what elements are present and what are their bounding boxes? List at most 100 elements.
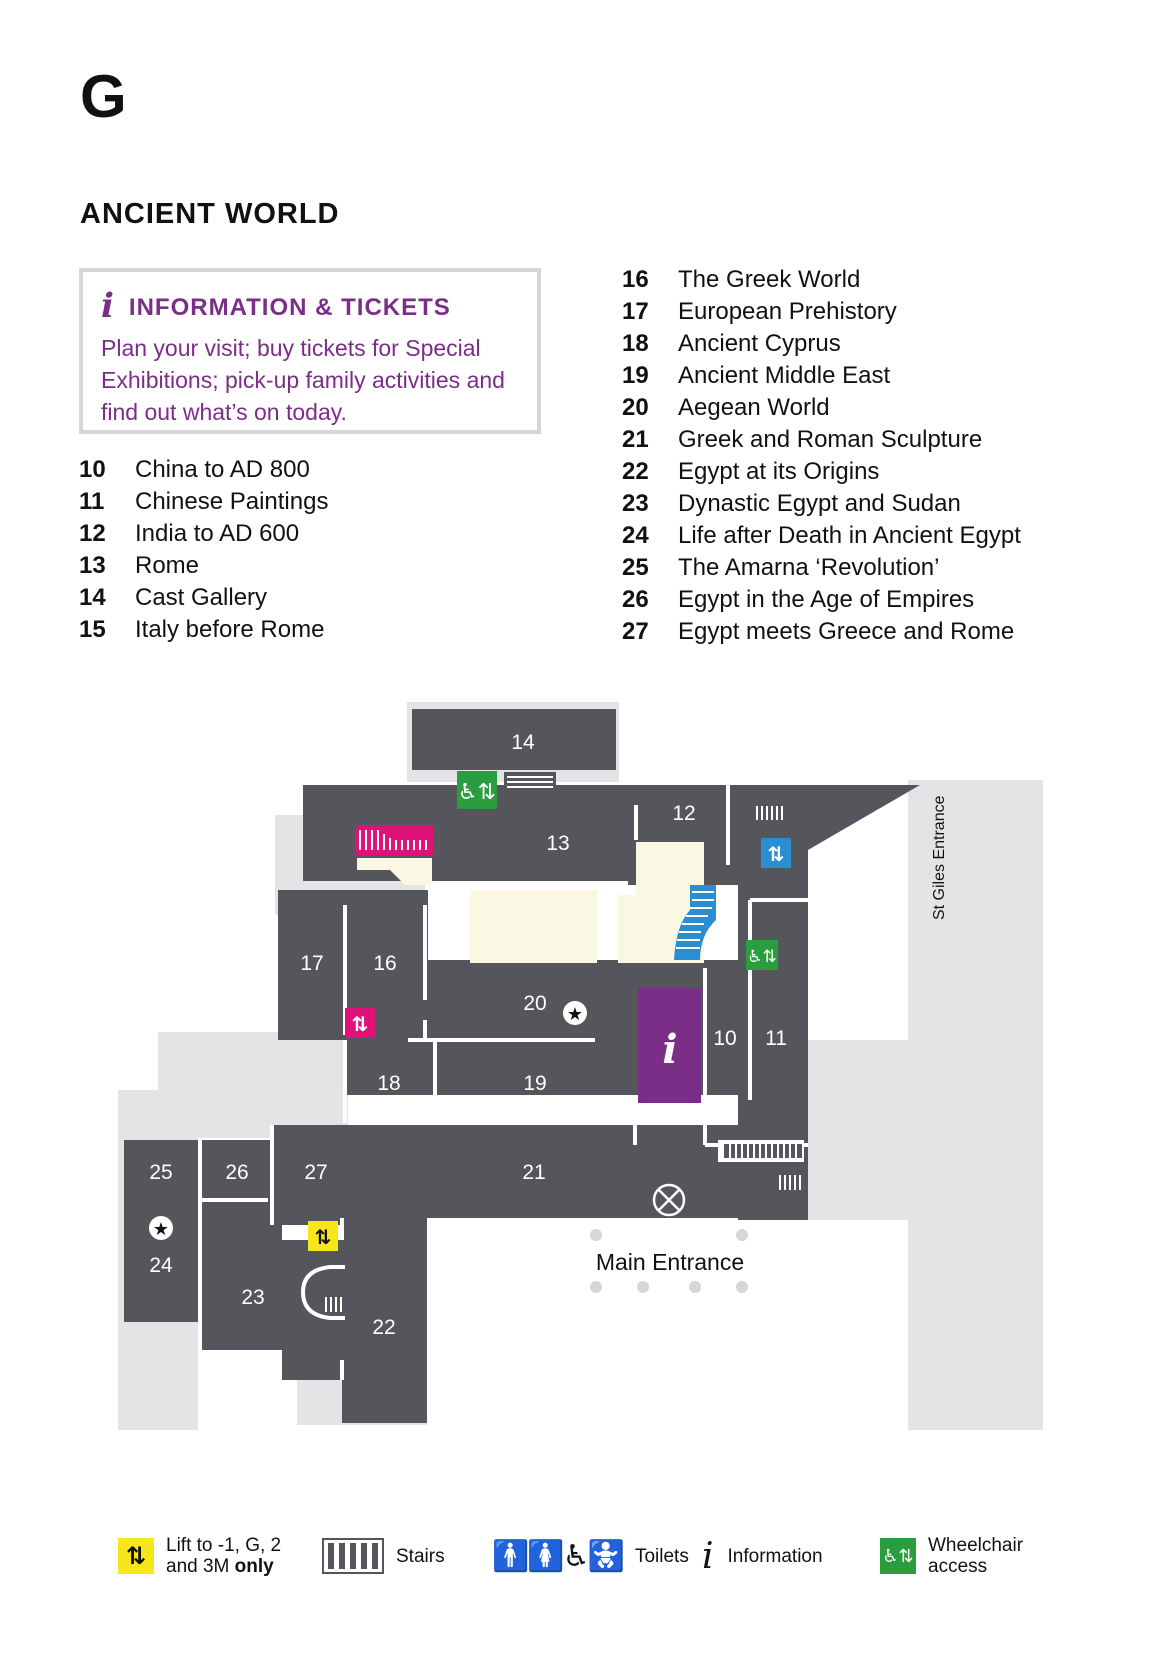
gallery-number: 12 bbox=[79, 520, 106, 547]
information-legend-label: Information bbox=[727, 1545, 823, 1567]
gallery-name: India to AD 600 bbox=[135, 520, 300, 547]
room-20-19-block bbox=[345, 960, 807, 1095]
lift-icon-blue: ⇅ bbox=[761, 838, 791, 868]
gallery-item: 24 Life after Death in Ancient Egypt bbox=[622, 520, 1021, 552]
stairs-blue bbox=[674, 885, 716, 960]
gallery-number: 23 bbox=[622, 490, 649, 517]
gallery-name: Life after Death in Ancient Egypt bbox=[678, 522, 1021, 549]
room-label-12: 12 bbox=[672, 802, 695, 825]
stairs-icon-east-upper bbox=[756, 806, 783, 820]
svg-text:⇅: ⇅ bbox=[768, 842, 785, 866]
section-title: ANCIENT WORLD bbox=[80, 198, 340, 230]
room-label-10: 10 bbox=[713, 1027, 736, 1050]
gallery-number: 14 bbox=[79, 584, 106, 611]
gallery-number: 13 bbox=[79, 552, 106, 579]
lift-legend-label: Lift to -1, G, 2 and 3M only bbox=[166, 1535, 281, 1577]
stairs-legend-icon bbox=[322, 1538, 384, 1574]
room-label-11: 11 bbox=[765, 1027, 787, 1050]
room-label-26: 26 bbox=[225, 1161, 248, 1184]
gallery-number: 26 bbox=[622, 586, 649, 613]
st-giles-entrance-label: St Giles Entrance bbox=[931, 795, 948, 920]
lift-legend-line1: Lift to -1, G, 2 bbox=[166, 1535, 282, 1556]
entrance-bollards bbox=[590, 1229, 748, 1293]
info-box-header: i INFORMATION & TICKETS bbox=[101, 286, 521, 326]
gallery-item: 12 India to AD 600 bbox=[79, 518, 328, 550]
room-26-23-block bbox=[200, 1140, 282, 1350]
lift-icon-pink: ⇅ bbox=[345, 1008, 375, 1038]
gallery-name: Egypt at its Origins bbox=[678, 458, 880, 485]
stair-landing bbox=[357, 858, 432, 885]
gallery-name: Ancient Middle East bbox=[678, 362, 891, 389]
room-label-25: 25 bbox=[149, 1161, 172, 1184]
wheelchair-legend-label: Wheelchair access bbox=[928, 1535, 1024, 1577]
room-label-16: 16 bbox=[373, 952, 396, 975]
svg-text:⇅: ⇅ bbox=[352, 1012, 369, 1036]
legend-toilets: 🚹🚺♿🚼 Toilets bbox=[492, 1534, 689, 1578]
stairs-icon-north bbox=[504, 772, 556, 792]
gallery-name: The Amarna ‘Revolution’ bbox=[678, 554, 940, 581]
information-room bbox=[638, 988, 701, 1103]
gallery-name: Italy before Rome bbox=[135, 616, 325, 643]
gallery-number: 18 bbox=[622, 330, 649, 357]
svg-text:⇅: ⇅ bbox=[315, 1225, 332, 1249]
room-label-14: 14 bbox=[511, 731, 535, 754]
gallery-name: Ancient Cyprus bbox=[678, 330, 841, 357]
room-label-19: 19 bbox=[523, 1072, 546, 1095]
gallery-number: 21 bbox=[622, 426, 649, 453]
gallery-number: 10 bbox=[79, 456, 106, 483]
gallery-name: Aegean World bbox=[678, 394, 830, 421]
stairs-icon-east-lower bbox=[718, 1140, 804, 1190]
gallery-name: Egypt meets Greece and Rome bbox=[678, 618, 1015, 645]
wheelchair-access-icon-east: ♿⇅ bbox=[746, 940, 778, 970]
gallery-number: 20 bbox=[622, 394, 649, 421]
gallery-number: 17 bbox=[622, 298, 649, 325]
room-label-27: 27 bbox=[304, 1161, 327, 1184]
east-block bbox=[738, 785, 920, 1220]
gallery-item: 20 Aegean World bbox=[622, 392, 1021, 424]
information-icon: i bbox=[101, 286, 115, 326]
gallery-item: 22 Egypt at its Origins bbox=[622, 456, 1021, 488]
svg-text:♿⇅: ♿⇅ bbox=[458, 780, 496, 805]
room-label-21: 21 bbox=[522, 1161, 545, 1184]
legend-information: i Information bbox=[702, 1534, 823, 1578]
room-27-22-block bbox=[272, 1125, 427, 1225]
gallery-number: 27 bbox=[622, 618, 649, 645]
room-label-22: 22 bbox=[372, 1316, 395, 1339]
gallery-name: Dynastic Egypt and Sudan bbox=[678, 490, 961, 517]
lift-icon-yellow: ⇅ bbox=[308, 1221, 338, 1251]
room-14-cast-gallery bbox=[412, 709, 616, 770]
internal-walls bbox=[198, 785, 808, 1380]
entrance-door-icon bbox=[652, 1183, 686, 1217]
gallery-name: The Greek World bbox=[678, 266, 861, 293]
gallery-item: 27 Egypt meets Greece and Rome bbox=[622, 616, 1021, 648]
legend-lift: ⇅ Lift to -1, G, 2 and 3M only bbox=[118, 1534, 281, 1578]
room-label-18: 18 bbox=[377, 1072, 400, 1095]
wheelchair-access-icon-north: ♿⇅ bbox=[457, 771, 497, 809]
room-label-20: 20 bbox=[523, 992, 546, 1015]
svg-text:♿⇅: ♿⇅ bbox=[747, 947, 776, 967]
info-box-title: INFORMATION & TICKETS bbox=[128, 294, 451, 321]
wheelchair-legend-icon: ♿⇅ bbox=[880, 1538, 916, 1574]
gallery-number: 11 bbox=[79, 488, 105, 515]
gallery-number: 24 bbox=[622, 522, 649, 549]
courtyard-west bbox=[470, 890, 597, 963]
gallery-number: 22 bbox=[622, 458, 649, 485]
room-label-17: 17 bbox=[300, 952, 323, 975]
stairs-pink bbox=[355, 825, 433, 855]
room-label-15: 15 bbox=[435, 916, 458, 939]
information-room-icon: i bbox=[662, 1026, 677, 1073]
gallery-name: China to AD 800 bbox=[135, 456, 310, 483]
main-entrance-label: Main Entrance bbox=[596, 1249, 744, 1275]
gallery-name: Rome bbox=[135, 552, 200, 579]
